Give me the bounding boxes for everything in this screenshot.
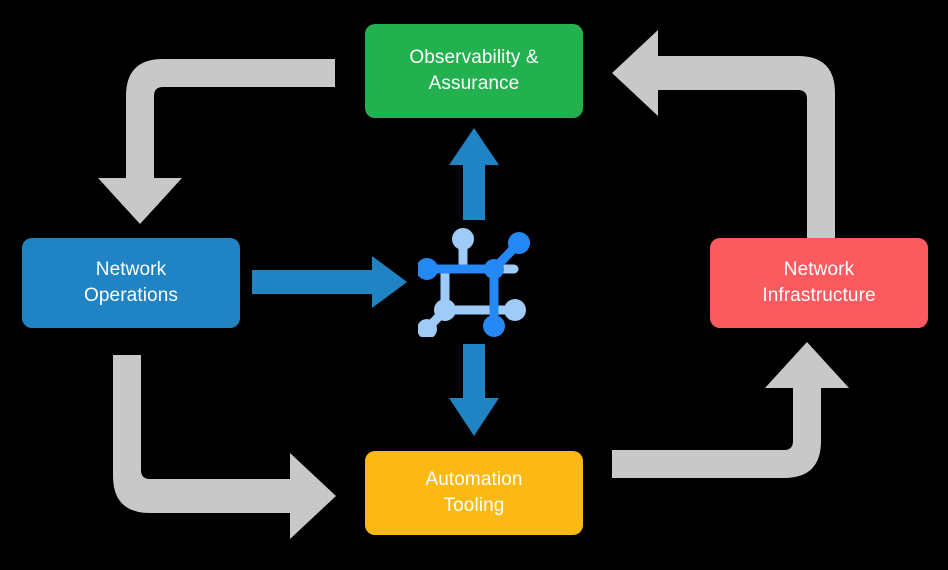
node-label-network-infrastructure: Network Infrastructure: [762, 258, 876, 306]
node-label-network-operations: Network Operations: [84, 258, 178, 306]
network-icon-primary-nodes: [418, 232, 530, 337]
gray-arrow-network-infrastructure-to-observability: [612, 30, 835, 238]
node-box-automation-tooling[interactable]: Automation Tooling: [365, 451, 583, 535]
network-icon-light-nodes: [418, 228, 526, 337]
blue-arrow-center-to-observability: [449, 128, 499, 220]
node-box-observability[interactable]: Observability & Assurance: [365, 24, 583, 118]
gray-arrow-network-operations-to-automation-tooling: [113, 355, 336, 539]
node-label-observability: Observability & Assurance: [409, 46, 539, 94]
network-topology-icon: [418, 228, 530, 337]
gray-arrow-automation-tooling-to-network-infrastructure: [612, 342, 849, 478]
node-box-network-infrastructure[interactable]: Network Infrastructure: [710, 238, 928, 328]
node-label-automation-tooling: Automation Tooling: [425, 468, 523, 516]
blue-arrow-center-to-automation-tooling: [449, 344, 499, 436]
blue-arrow-network-operations-to-center: [252, 256, 407, 308]
node-box-network-operations[interactable]: Network Operations: [22, 238, 240, 328]
gray-arrow-observability-to-network-operations: [98, 59, 335, 224]
